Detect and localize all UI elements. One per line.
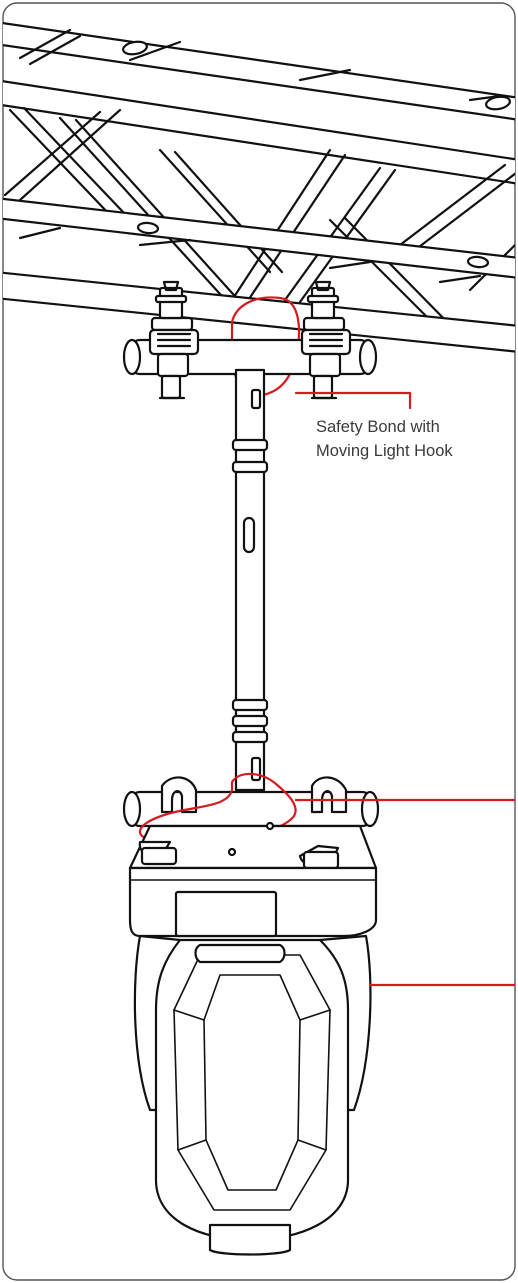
callout-leader-top xyxy=(294,391,412,410)
truss-illustration xyxy=(3,20,515,354)
moving-head-fixture-icon xyxy=(128,821,378,1256)
clamp-icon xyxy=(148,280,200,400)
truss-pole xyxy=(231,368,269,792)
callout-label-line2: Moving Light Hook xyxy=(316,442,453,460)
callout-label-line1: Safety Bond with xyxy=(316,418,440,436)
clamp-icon xyxy=(300,280,352,400)
